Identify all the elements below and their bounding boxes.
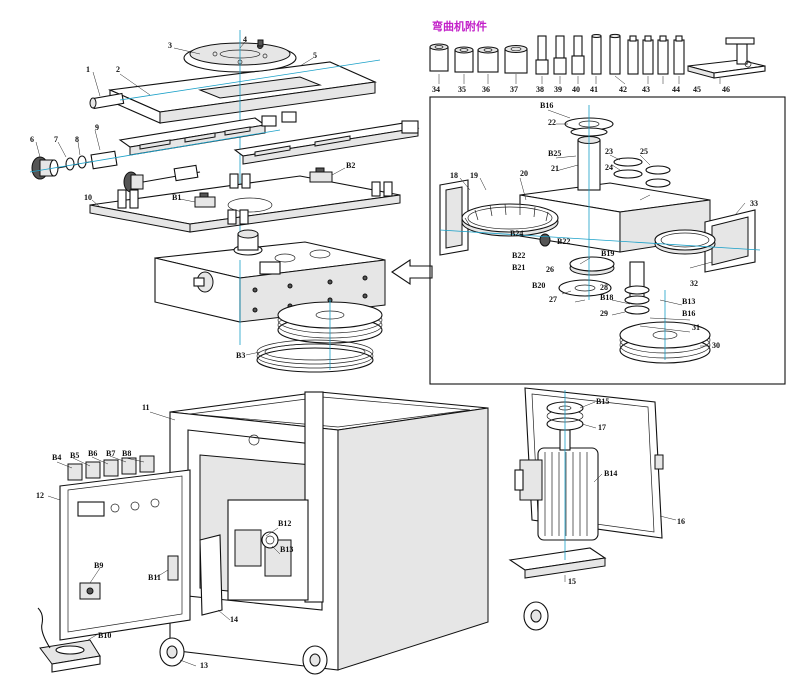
accessories-title: 弯曲机附件 — [432, 19, 487, 33]
label-37: 37 — [510, 85, 518, 94]
label-35: 35 — [458, 85, 466, 94]
part-40-pin — [571, 35, 585, 75]
label-b8: B8 — [122, 449, 131, 458]
label-45: 45 — [693, 85, 701, 94]
label-43: 43 — [642, 85, 650, 94]
part-43a-pin — [627, 35, 639, 75]
detail-frame — [429, 96, 786, 385]
part-44-pin — [657, 35, 669, 75]
label-39: 39 — [554, 85, 562, 94]
label-b3: B3 — [236, 351, 245, 360]
cabinet: 11 12 B4 B5 B6 B7 B8 B9 B11 B10 13 14 B1… — [36, 391, 549, 675]
label-b4: B4 — [52, 453, 61, 462]
label-1: 1 — [86, 65, 90, 74]
part-46-bracket — [687, 37, 766, 79]
label-b22: B22 — [512, 251, 525, 260]
label-10: 10 — [84, 193, 92, 202]
label-b5: B5 — [70, 451, 79, 460]
label-b10: B10 — [98, 631, 111, 640]
label-34: 34 — [432, 85, 440, 94]
detail-arrow — [391, 258, 433, 286]
label-11: 11 — [142, 403, 150, 412]
label-b14: B14 — [604, 469, 617, 478]
part-45-pin — [673, 35, 685, 75]
label-b21: B21 — [512, 263, 525, 272]
base-plate-assembly: 10 B1 B2 — [84, 161, 401, 233]
label-b16: B16 — [540, 101, 553, 110]
label-18: 18 — [450, 171, 458, 180]
label-17: 17 — [598, 423, 606, 432]
label-22: 22 — [548, 118, 556, 127]
guide-rails: 6 7 8 9 — [29, 111, 420, 193]
label-46: 46 — [722, 85, 730, 94]
label-5: 5 — [313, 51, 317, 60]
label-21: 21 — [551, 164, 559, 173]
label-b19: B19 — [601, 249, 614, 258]
label-23: 23 — [605, 147, 613, 156]
label-16: 16 — [677, 517, 685, 526]
label-24: 24 — [605, 163, 613, 172]
part-43b-pin — [642, 35, 654, 75]
part-37-bushing — [504, 45, 528, 74]
label-9: 9 — [95, 123, 99, 132]
part-36-bushing — [477, 46, 499, 73]
top-table-assembly: 1 2 3 4 5 — [86, 30, 381, 260]
part-35-bushing — [454, 46, 474, 73]
part-34-bushing — [429, 43, 449, 72]
label-15: 15 — [568, 577, 576, 586]
label-8: 8 — [75, 135, 79, 144]
gearbox-detail-view: 18 19 20 21 B25 22 B16 23 24 25 B24 B22 … — [429, 96, 786, 385]
label-b15: B15 — [596, 397, 609, 406]
label-b9: B9 — [94, 561, 103, 570]
part-42-pin — [609, 33, 621, 75]
label-28: 28 — [600, 283, 608, 292]
label-4: 4 — [243, 35, 247, 44]
label-14: 14 — [230, 615, 238, 624]
label-b13: B13 — [682, 297, 695, 306]
label-41: 41 — [590, 85, 598, 94]
label-b18: B18 — [600, 293, 613, 302]
label-29: 29 — [600, 309, 608, 318]
label-13: 13 — [200, 661, 208, 670]
part-39-pin — [553, 35, 567, 75]
label-b6: B6 — [88, 449, 97, 458]
label-40: 40 — [572, 85, 580, 94]
label-b2: B2 — [346, 161, 355, 170]
label-b12: B12 — [278, 519, 291, 528]
part-41-pin — [591, 34, 602, 75]
label-b16b: B16 — [682, 309, 695, 318]
label-31: 31 — [692, 323, 700, 332]
label-b7: B7 — [106, 449, 115, 458]
label-42: 42 — [619, 85, 627, 94]
label-38: 38 — [536, 85, 544, 94]
label-7: 7 — [54, 135, 58, 144]
label-44: 44 — [672, 85, 680, 94]
gearbox-main: B3 — [154, 229, 386, 373]
label-b13b: B13 — [280, 545, 293, 554]
label-26: 26 — [546, 265, 554, 274]
label-27: 27 — [549, 295, 557, 304]
label-6: 6 — [30, 135, 34, 144]
accessory-parts: 34 35 36 37 38 39 40 41 42 43 44 45 46 — [429, 33, 766, 94]
label-12: 12 — [36, 491, 44, 500]
label-32: 32 — [690, 279, 698, 288]
label-b23: B22 — [557, 237, 570, 246]
label-b20: B20 — [532, 281, 545, 290]
label-b25: B25 — [548, 149, 561, 158]
motor-assembly: B15 17 B14 15 16 — [508, 387, 685, 586]
label-19: 19 — [470, 171, 478, 180]
label-b1: B1 — [172, 193, 181, 202]
label-b24: B24 — [510, 229, 523, 238]
label-30: 30 — [712, 341, 720, 350]
label-20: 20 — [520, 169, 528, 178]
label-b11: B11 — [148, 573, 161, 582]
label-25: 25 — [640, 147, 648, 156]
label-33: 33 — [750, 199, 758, 208]
label-3: 3 — [168, 41, 172, 50]
label-36: 36 — [482, 85, 490, 94]
label-2: 2 — [116, 65, 120, 74]
part-38-pin — [535, 35, 549, 75]
